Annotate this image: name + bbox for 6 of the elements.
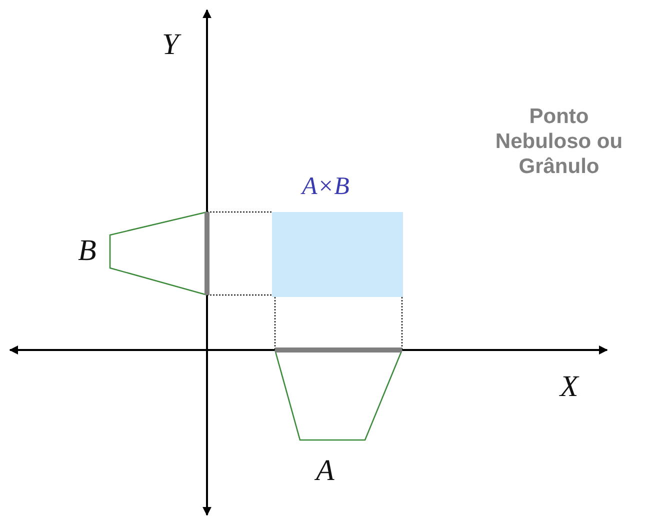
set-label: A xyxy=(316,456,334,486)
note-text: Ponto Nebuloso ou Grânulo xyxy=(494,104,624,180)
axis-label: Y xyxy=(162,30,179,60)
axis-label: X xyxy=(560,372,578,402)
set-label: B xyxy=(78,236,96,266)
region-label: A×B xyxy=(302,174,350,199)
